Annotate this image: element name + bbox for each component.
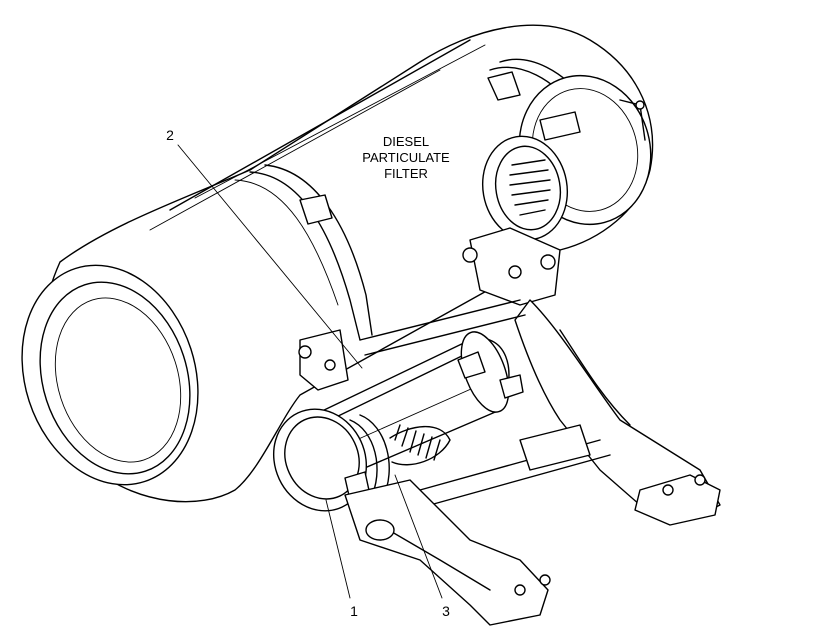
leader-line-3	[394, 474, 443, 599]
leader-line-2	[177, 144, 363, 369]
label-line-2: PARTICULATE	[362, 150, 450, 165]
dpf-label: DIESEL PARTICULATE FILTER	[362, 134, 450, 181]
callout-3: 3	[442, 603, 450, 619]
callout-1: 1	[350, 603, 358, 619]
dpf-canister	[21, 24, 654, 503]
mounting-bracket-front	[298, 329, 551, 626]
callout-2: 2	[166, 127, 174, 143]
mounting-bracket-rear	[462, 227, 721, 526]
inlet-tube	[272, 331, 524, 512]
support-frame	[359, 299, 611, 506]
leader-lines	[177, 144, 443, 599]
leader-line-1	[325, 499, 351, 599]
label-line-3: FILTER	[384, 166, 428, 181]
label-line-1: DIESEL	[383, 134, 429, 149]
